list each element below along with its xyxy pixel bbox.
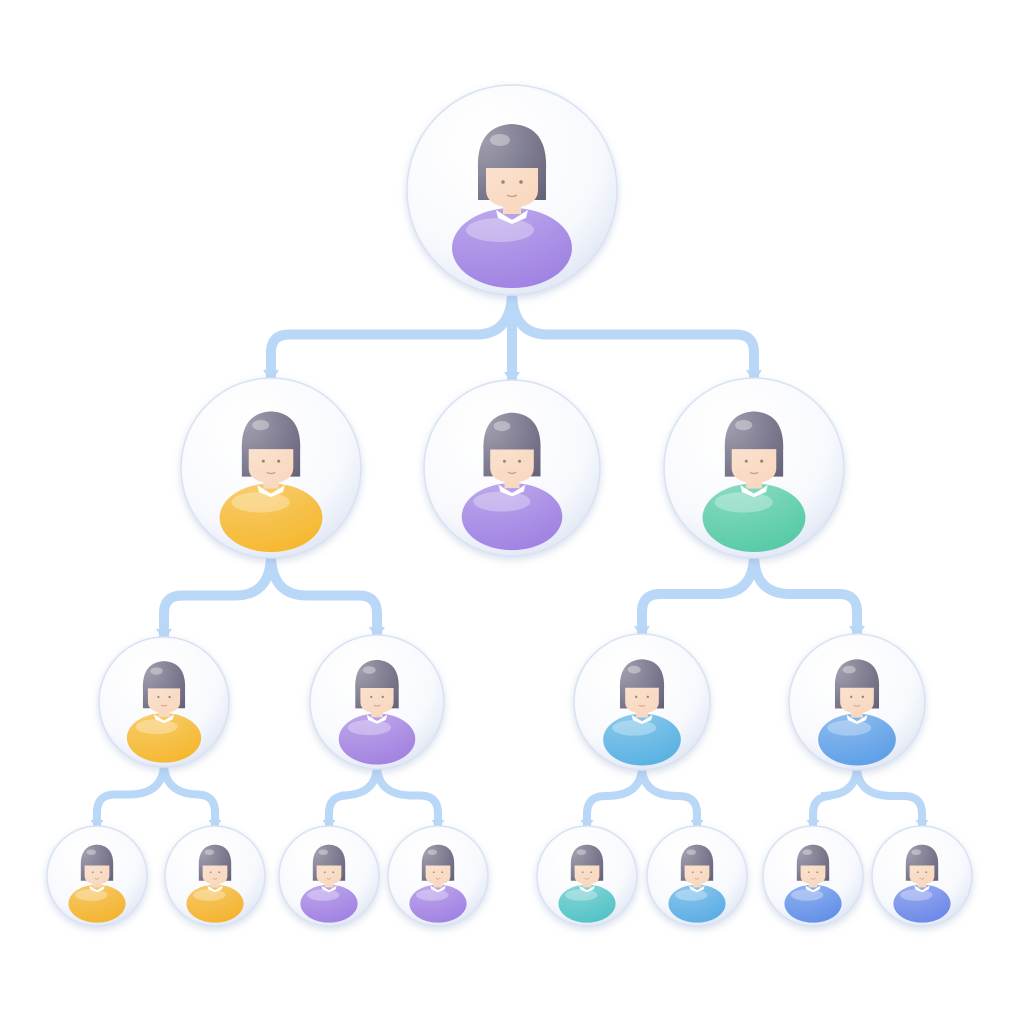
face <box>316 865 342 885</box>
arrow-head-icon <box>156 629 172 641</box>
face <box>840 687 874 714</box>
face <box>574 865 600 885</box>
face <box>486 168 538 208</box>
person-node[interactable] <box>536 825 638 927</box>
connector-line <box>507 286 759 385</box>
connector-line <box>93 759 168 832</box>
person-node[interactable] <box>164 825 266 927</box>
person-node[interactable] <box>573 633 711 771</box>
face <box>684 865 710 885</box>
arrow-head-icon <box>90 820 104 830</box>
connectors <box>90 286 929 832</box>
connector-line <box>749 549 862 641</box>
person-node[interactable] <box>762 825 864 927</box>
face <box>248 449 294 484</box>
person-node[interactable] <box>309 634 445 770</box>
face <box>625 687 659 714</box>
face <box>360 687 394 714</box>
arrow-head-icon <box>634 626 650 638</box>
face <box>800 865 826 885</box>
arrow-head-icon <box>369 627 385 639</box>
arrow-head-icon <box>806 820 820 830</box>
connector-line <box>266 286 517 385</box>
connector-line <box>325 761 381 832</box>
connector-line <box>853 762 926 832</box>
arrow-head-icon <box>746 370 762 382</box>
connector-line <box>373 761 442 832</box>
arrow-head-icon <box>849 626 865 638</box>
arrow-head-icon <box>322 820 336 830</box>
person-node[interactable] <box>387 825 489 927</box>
person-node[interactable] <box>46 825 148 927</box>
person-node[interactable] <box>180 377 362 559</box>
face <box>84 865 110 885</box>
arrow-head-icon <box>504 372 520 384</box>
arrow-head-icon <box>263 370 279 382</box>
face <box>147 688 181 714</box>
arrow-head-icon <box>208 820 222 830</box>
connector-line <box>160 759 219 832</box>
face <box>202 865 228 885</box>
person-node[interactable] <box>646 825 748 927</box>
face <box>909 865 935 885</box>
person-node[interactable] <box>278 825 380 927</box>
person-node[interactable] <box>871 825 973 927</box>
person-node[interactable] <box>788 633 926 771</box>
arrow-head-icon <box>580 820 594 830</box>
connector-line <box>637 549 759 641</box>
person-node[interactable] <box>98 636 230 768</box>
arrow-head-icon <box>915 820 929 830</box>
arrow-head-icon <box>690 820 704 830</box>
person-node[interactable] <box>663 377 845 559</box>
arrow-head-icon <box>431 820 445 830</box>
nodes <box>46 84 973 927</box>
connector-line <box>266 549 382 642</box>
connector-line <box>159 549 276 644</box>
connector-line <box>809 762 861 832</box>
face <box>490 449 534 484</box>
connector-line <box>638 762 701 832</box>
person-node[interactable] <box>406 84 618 296</box>
connector-line <box>583 762 646 832</box>
face <box>731 449 777 484</box>
person-node[interactable] <box>423 379 601 557</box>
face <box>425 865 451 885</box>
